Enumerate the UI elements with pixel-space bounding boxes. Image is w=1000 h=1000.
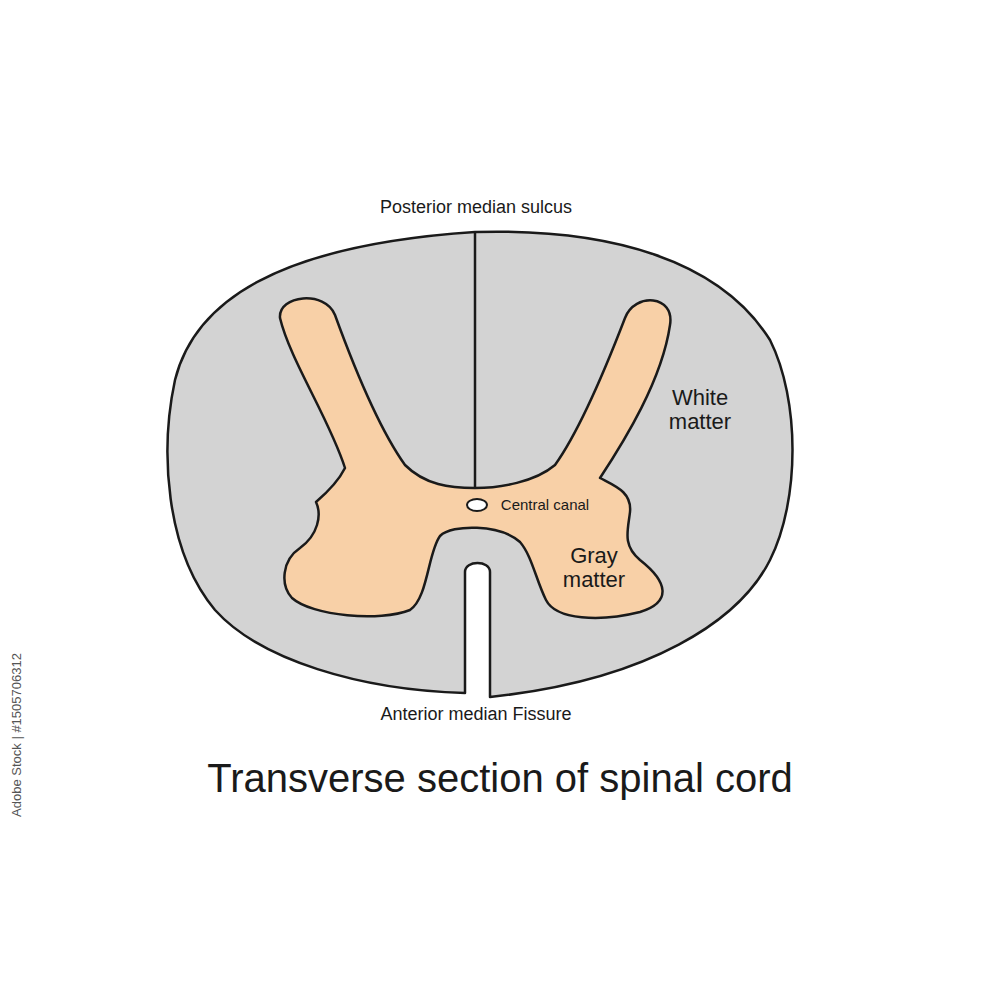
posterior-median-sulcus-line (474, 232, 477, 488)
region-label: Gray matter (544, 544, 644, 592)
diagram-caption: Transverse section of spinal cord (207, 756, 792, 800)
watermark: Adobe Stock | #1505706312 (10, 653, 24, 817)
part-label: Posterior median sulcus (380, 198, 572, 218)
part-label: Anterior median Fissure (380, 705, 571, 725)
white-matter-region (168, 232, 793, 697)
part-label: Central canal (501, 497, 589, 514)
central-canal-symbol (467, 499, 487, 511)
region-label: White matter (645, 386, 755, 434)
